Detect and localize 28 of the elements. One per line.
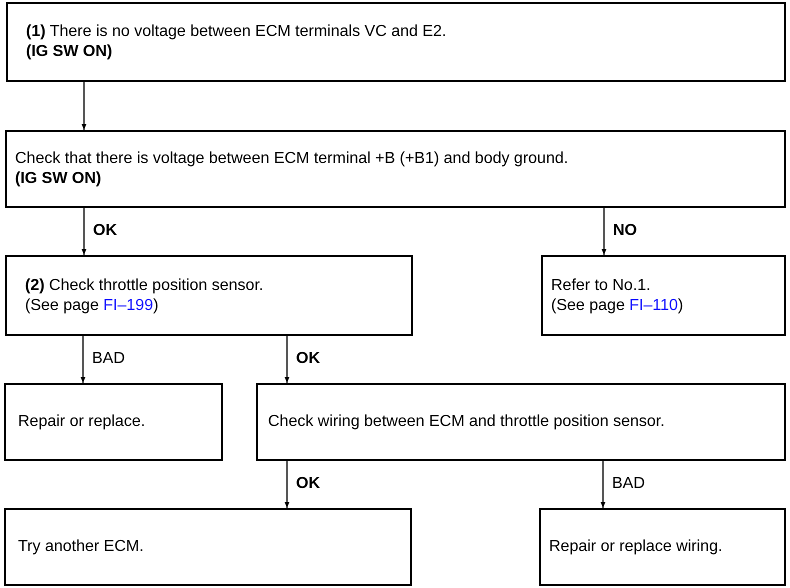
box-text: (See page FI–199) [25, 296, 160, 316]
box-text: (1) There is no voltage between ECM terminals VC and E2. [26, 22, 448, 42]
arrow [602, 208, 606, 255]
page-link: FI–199 [103, 296, 154, 314]
box-text: Repair or replace. [18, 412, 146, 432]
process-box [256, 383, 786, 461]
box-text: Check wiring between ECM and throttle position sensor. [268, 412, 666, 432]
arrow [284, 336, 290, 383]
box-text: (See page FI–110) [551, 296, 684, 316]
box-text: Check that there is voltage between ECM terminal +B (+B1) and body ground. (IG SW ON) [15, 149, 570, 189]
box-text: (2) Check throttle position sensor. [25, 276, 264, 296]
process-box [539, 508, 786, 586]
page-link: FI–110 [629, 296, 678, 314]
process-box [5, 255, 413, 336]
box-text: Repair or replace wiring. [549, 537, 724, 557]
process-box [541, 255, 786, 336]
process-box [5, 130, 786, 208]
box-text: Try another ECM. [18, 537, 145, 557]
process-box [4, 508, 412, 586]
process-box [4, 383, 223, 461]
arrow [284, 461, 290, 508]
arrow [80, 336, 86, 383]
arrow [82, 82, 86, 130]
box-text: (IG SW ON) [26, 42, 114, 62]
process-box [6, 2, 786, 82]
box-text: Refer to No.1. [551, 276, 652, 296]
arrow [82, 208, 86, 255]
arrow [600, 461, 606, 508]
